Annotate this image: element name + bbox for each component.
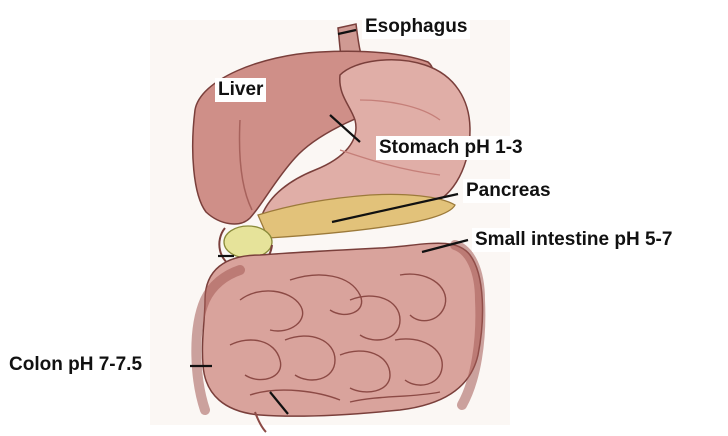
stomach-label: Stomach pH 1-3 xyxy=(376,136,526,160)
gallbladder-shape xyxy=(224,226,272,258)
liver-label: Liver xyxy=(215,78,266,102)
pancreas-label: Pancreas xyxy=(463,179,554,203)
colon-label: Colon pH 7-7.5 xyxy=(6,353,145,377)
esophagus-label: Esophagus xyxy=(362,15,470,39)
small-intestine-label: Small intestine pH 5-7 xyxy=(472,228,675,252)
